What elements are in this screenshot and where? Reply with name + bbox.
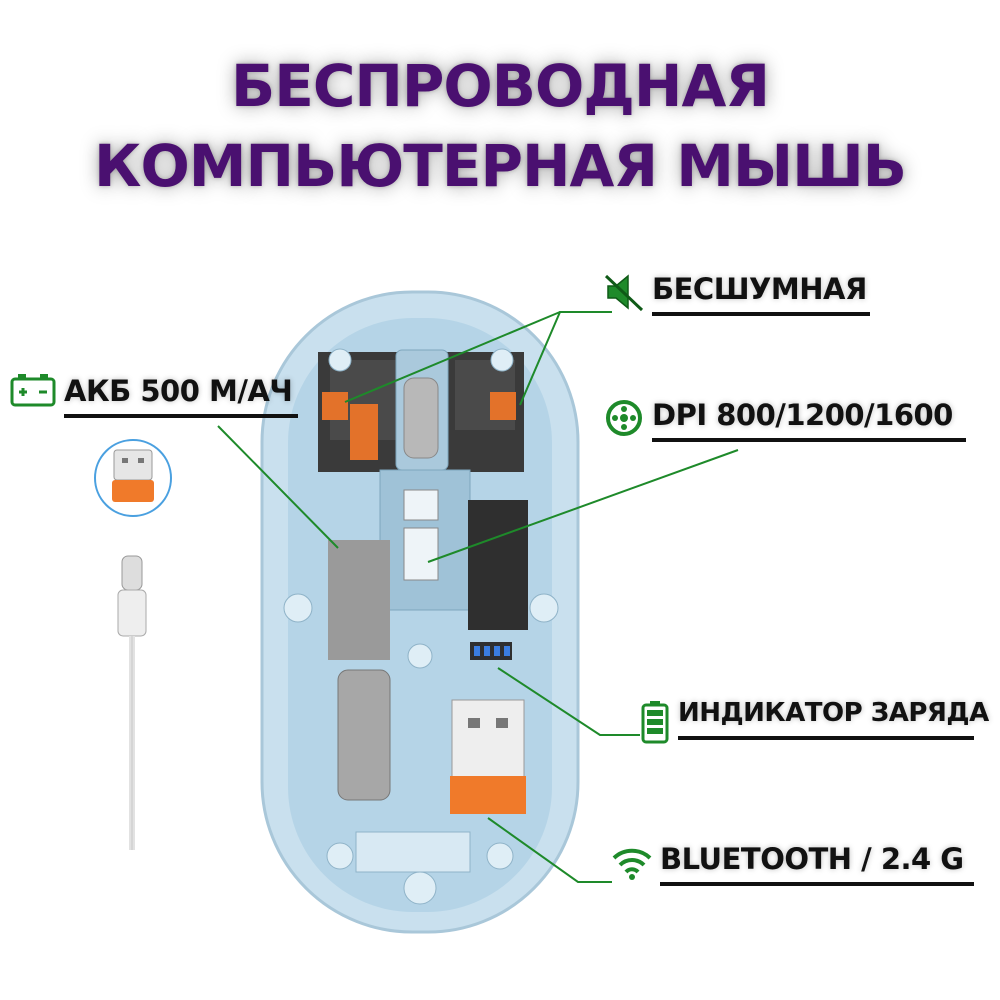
underline-dpi: [652, 438, 966, 442]
feature-charge-indicator-label: ИНДИКАТОР ЗАРЯДА: [678, 698, 989, 728]
wifi-signal-icon: [610, 842, 654, 886]
mute-speaker-icon: [604, 272, 646, 316]
charge-level-icon: [640, 700, 670, 748]
usb-c-cable: [117, 555, 147, 850]
underline-connectivity: [660, 882, 974, 886]
underline-silent: [652, 312, 870, 316]
page-title-line1: БЕСПРОВОДНАЯ: [230, 52, 770, 120]
feature-connectivity-label: BLUETOOTH / 2.4 G: [660, 842, 964, 876]
dpi-gear-icon: [604, 398, 644, 442]
battery-icon: [10, 372, 56, 412]
leader-lines: [217, 311, 739, 883]
underline-battery: [64, 414, 298, 418]
feature-silent-label: БЕСШУМНАЯ: [652, 272, 867, 306]
feature-dpi-label: DPI 800/1200/1600: [652, 398, 953, 432]
underline-charge: [678, 736, 974, 740]
usb-dongle-thumbnail: [94, 439, 172, 517]
feature-battery-label: АКБ 500 М/АЧ: [64, 374, 293, 408]
mouse-body: [260, 290, 580, 934]
page-title-line2: КОМПЬЮТЕРНАЯ МЫШЬ: [94, 132, 907, 200]
